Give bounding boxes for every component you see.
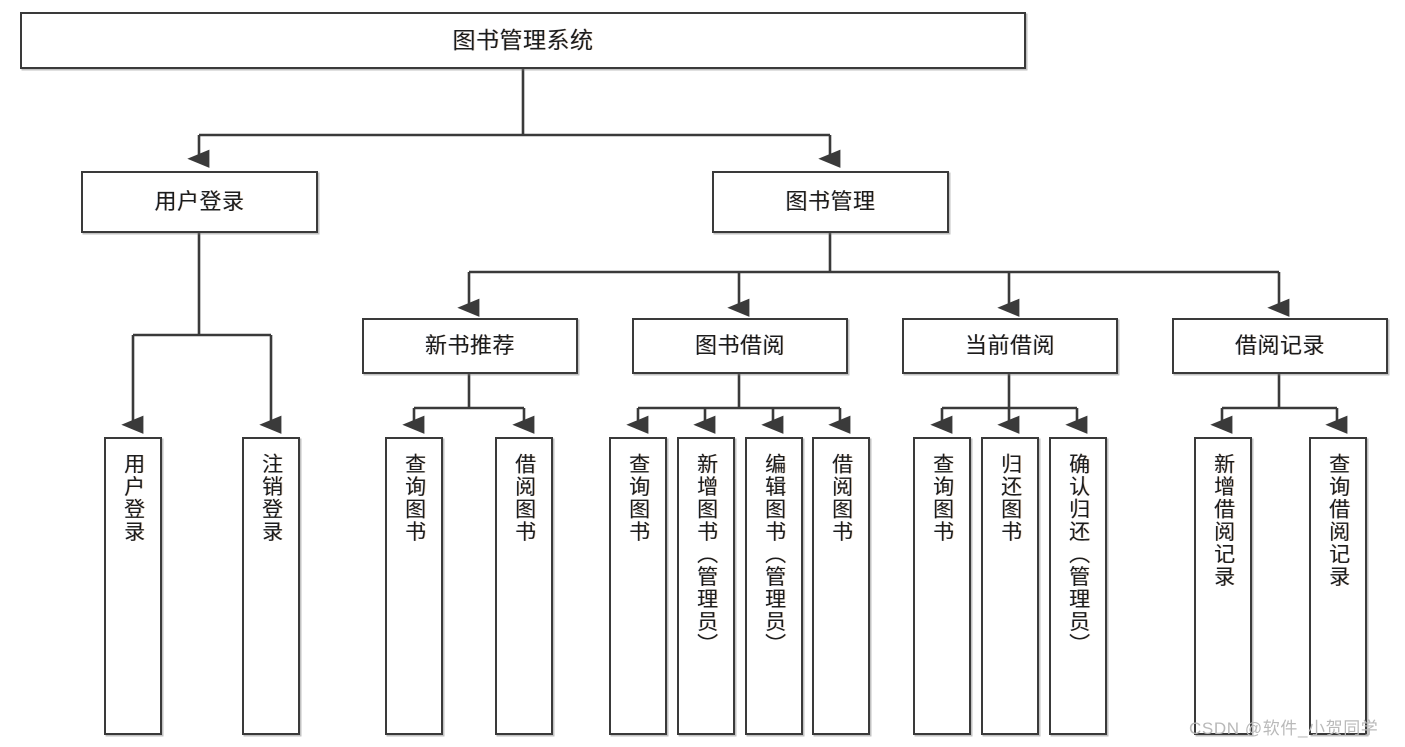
- watermark-text: CSDN @软件_小贺同学: [1189, 719, 1379, 738]
- leaf-book-borrow-edit[interactable]: 编辑图书（管理员）: [745, 437, 803, 735]
- leaf-book-borrow-query[interactable]: 查询图书: [609, 437, 667, 735]
- node-root-system[interactable]: 图书管理系统: [20, 12, 1026, 69]
- leaf-borrow-record-add[interactable]: 新增借阅记录: [1194, 437, 1252, 735]
- node-book-management[interactable]: 图书管理: [712, 171, 949, 233]
- node-new-book-recommend[interactable]: 新书推荐: [362, 318, 578, 374]
- node-label: 用户登录: [154, 188, 245, 214]
- node-borrow-record[interactable]: 借阅记录: [1172, 318, 1388, 374]
- leaf-book-borrow-borrow[interactable]: 借阅图书: [812, 437, 870, 735]
- leaf-user-login-login[interactable]: 用户登录: [104, 437, 162, 735]
- node-label: 用户登录: [121, 453, 145, 543]
- leaf-new-book-query[interactable]: 查询图书: [385, 437, 443, 735]
- node-label: 确认归还（管理员）: [1066, 453, 1090, 656]
- node-label: 查询借阅记录: [1326, 453, 1350, 588]
- node-user-login[interactable]: 用户登录: [81, 171, 318, 233]
- node-label: 新书推荐: [424, 332, 515, 358]
- node-label: 新增借阅记录: [1211, 453, 1235, 588]
- node-label: 借阅图书: [829, 453, 853, 543]
- node-current-borrow[interactable]: 当前借阅: [902, 318, 1118, 374]
- leaf-user-login-logout[interactable]: 注销登录: [242, 437, 300, 735]
- leaf-current-borrow-confirm-return[interactable]: 确认归还（管理员）: [1049, 437, 1107, 735]
- node-label: 查询图书: [930, 453, 954, 543]
- node-label: 图书管理: [785, 188, 876, 214]
- node-label: 查询图书: [402, 453, 426, 543]
- node-label: 借阅记录: [1234, 332, 1325, 358]
- node-label: 图书借阅: [694, 332, 785, 358]
- leaf-book-borrow-add[interactable]: 新增图书（管理员）: [677, 437, 735, 735]
- node-book-borrow[interactable]: 图书借阅: [632, 318, 848, 374]
- node-label: 借阅图书: [512, 453, 536, 543]
- leaf-current-borrow-query[interactable]: 查询图书: [913, 437, 971, 735]
- node-label: 新增图书（管理员）: [694, 453, 718, 656]
- node-label: 图书管理系统: [452, 26, 594, 53]
- node-label: 归还图书: [998, 453, 1022, 543]
- leaf-new-book-borrow[interactable]: 借阅图书: [495, 437, 553, 735]
- node-label: 编辑图书（管理员）: [762, 453, 786, 656]
- leaf-borrow-record-query[interactable]: 查询借阅记录: [1309, 437, 1367, 735]
- node-label: 查询图书: [626, 453, 650, 543]
- node-label: 注销登录: [259, 453, 283, 543]
- leaf-current-borrow-return[interactable]: 归还图书: [981, 437, 1039, 735]
- node-label: 当前借阅: [964, 332, 1055, 358]
